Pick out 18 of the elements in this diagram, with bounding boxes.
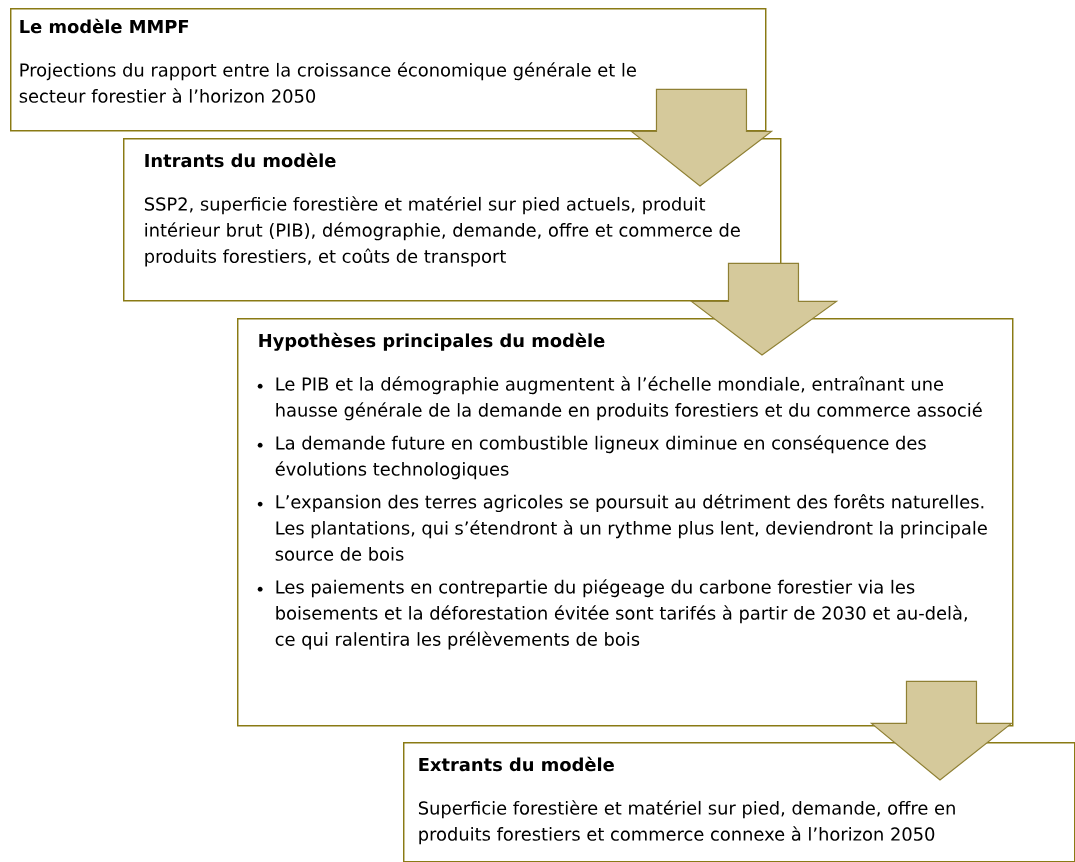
bullet-text: L’expansion des terres agricoles se poursuit au détriment des forêts naturelles. Les plantations, qui s’étendront à un rythme plus lent, deviendront la principale source de bois — [275, 494, 987, 561]
block-arrow — [629, 88, 774, 187]
block-arrow — [869, 680, 1014, 781]
box-heading: Intrants du modèle — [145, 152, 336, 168]
box-heading: Le modèle MMPF — [20, 18, 189, 34]
bullet-text: Les paiements en contrepartie du piégeage du carbone forestier via les boisements et la déforestation évitée sont tarifés à partir de 2030 et au-delà, ce qui ralentira les prélèvements de bois — [275, 579, 967, 650]
box-heading: Extrants du modèle — [419, 756, 614, 772]
box-text: Superficie forestière et matériel sur pied, demande, offre en produits forestiers et commerce connexe à l’horizon 2050 — [418, 800, 955, 845]
box-text: Projections du rapport entre la croissance économique générale et le secteur forestier à l’horizon 2050 — [19, 62, 636, 103]
block-arrow — [689, 262, 839, 356]
text-box — [123, 138, 782, 302]
text-box — [10, 8, 767, 132]
box-heading: Hypothèses principales du modèle — [259, 332, 605, 351]
bullet-text: La demande future en combustible ligneux diminue en conséquence des évolutions technologiques — [275, 435, 926, 480]
bullet-text: Le PIB et la démographie augmentent à l’échelle mondiale, entraînant une hausse générale de la demande en produits forestiers et du commerce associé — [276, 376, 982, 421]
text-box — [403, 742, 1075, 862]
box-text: SSP2, superficie forestière et matériel sur pied actuels, produit intérieur brut (PIB), démographie, demande, offre et commerce de produits forestiers, et coûts de transport — [144, 196, 740, 267]
text-box — [237, 318, 1014, 727]
